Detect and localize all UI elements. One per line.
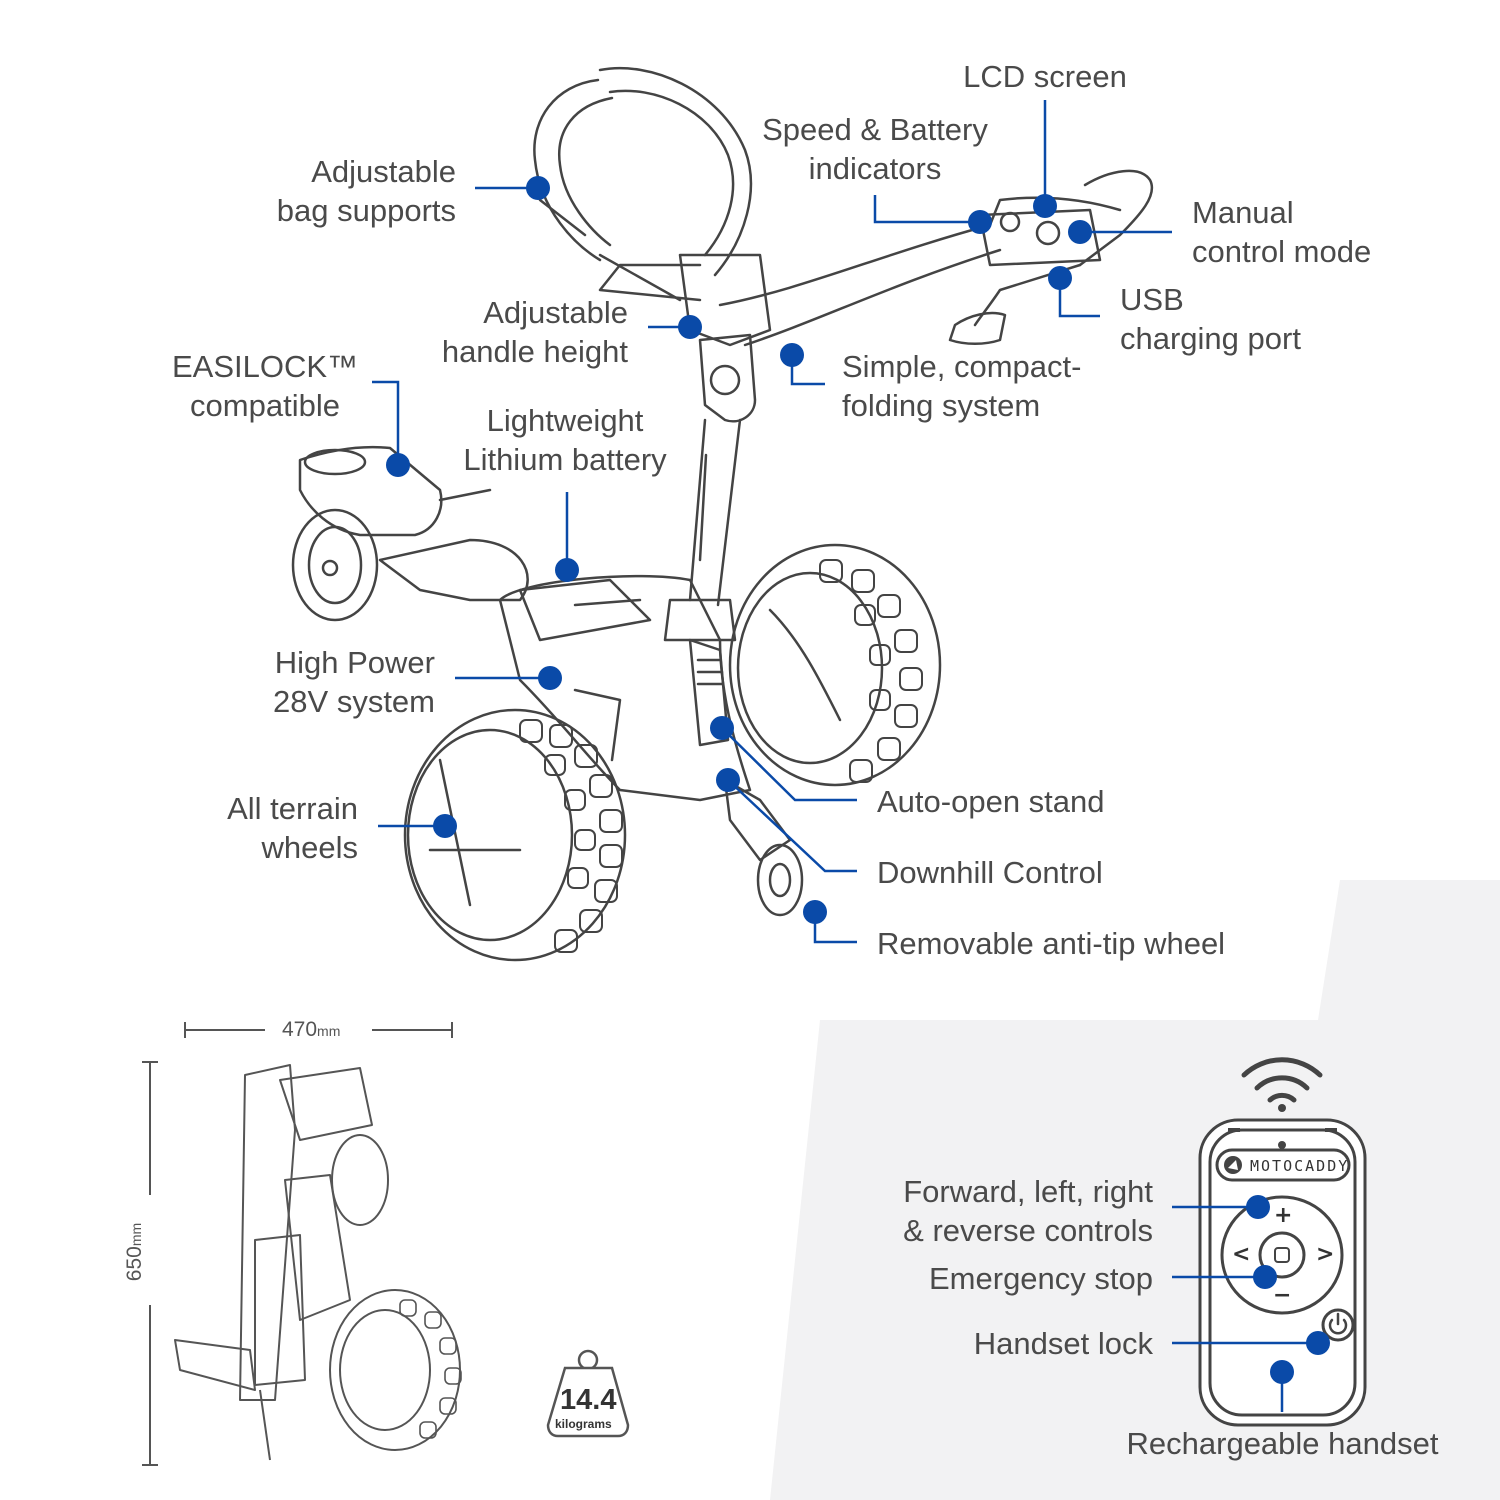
label-lcd-screen: LCD screen	[963, 59, 1127, 94]
label-folding: Simple, compact- folding system	[842, 349, 1082, 423]
label-downhill: Downhill Control	[877, 855, 1103, 890]
label-anti-tip: Removable anti-tip wheel	[877, 926, 1226, 961]
label-bag-supports: Adjustable bag supports	[276, 154, 456, 228]
label-handle-height: Adjustable handle height	[441, 295, 628, 369]
label-high-power: High Power 28V system	[273, 645, 435, 719]
button-minus[interactable]: −	[1273, 1283, 1292, 1308]
easilock-marker	[386, 453, 410, 477]
lcd-marker	[1033, 194, 1057, 218]
label-manual-control: Manual control mode	[1192, 195, 1372, 269]
speed-battery-marker	[968, 210, 992, 234]
downhill-marker	[716, 768, 740, 792]
label-auto-stand: Auto-open stand	[877, 784, 1105, 819]
button-right[interactable]: >	[1316, 1242, 1335, 1267]
auto-stand-marker	[710, 716, 734, 740]
usb-marker	[1048, 266, 1072, 290]
label-lock: Handset lock	[973, 1326, 1153, 1361]
controls-marker	[1246, 1195, 1270, 1219]
emergency-marker	[1253, 1265, 1277, 1289]
folding-marker	[780, 343, 804, 367]
label-speed-battery: Speed & Battery indicators	[762, 112, 988, 186]
motocaddy-logo-icon	[1224, 1156, 1242, 1174]
label-all-terrain: All terrain wheels	[227, 791, 358, 865]
label-rechargeable: Rechargeable handset	[1126, 1426, 1439, 1461]
label-lithium: Lightweight Lithium battery	[463, 403, 667, 477]
weight-icon	[546, 1349, 630, 1438]
bag-supports-marker	[526, 176, 550, 200]
button-plus[interactable]: +	[1274, 1203, 1293, 1228]
rechargeable-marker	[1270, 1360, 1294, 1384]
manual-control-marker	[1068, 220, 1092, 244]
label-usb: USB charging port	[1120, 282, 1301, 356]
folded-trolley-illustration	[174, 1064, 462, 1461]
label-emergency: Emergency stop	[929, 1261, 1153, 1296]
callout-lines	[372, 100, 1318, 1412]
high-power-marker	[538, 666, 562, 690]
power-icon	[1328, 1312, 1348, 1335]
dimension-lines	[142, 1022, 453, 1466]
handset-brand: MOTOCADDY	[1250, 1157, 1350, 1175]
width-dimension: 470mm	[282, 1018, 341, 1041]
brand-badge	[1215, 1148, 1351, 1182]
wifi-icon	[1241, 1057, 1323, 1112]
terrain-marker	[433, 814, 457, 838]
weight-unit: kilograms	[555, 1417, 612, 1431]
button-left[interactable]: <	[1232, 1242, 1251, 1267]
height-dimension: 650mm	[123, 1222, 147, 1282]
lithium-marker	[555, 558, 579, 582]
label-easilock: EASILOCK™ compatible	[171, 349, 359, 423]
lock-marker	[1306, 1331, 1330, 1355]
callout-dots	[386, 176, 1330, 1384]
handle-height-marker	[678, 315, 702, 339]
weight-value: 14.4	[560, 1384, 617, 1416]
anti-tip-marker	[803, 900, 827, 924]
label-controls: Forward, left, right & reverse controls	[903, 1174, 1153, 1248]
